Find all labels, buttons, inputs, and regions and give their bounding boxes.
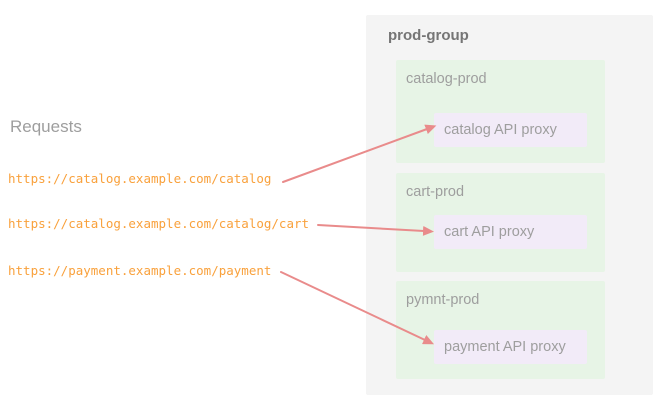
env-group-panel: prod-group catalog-prod cart-prod pymnt-… [366, 15, 653, 395]
environment-label: cart-prod [406, 184, 465, 200]
environment-box-catalog-prod: catalog-prod [396, 60, 605, 163]
request-url-payment: https://payment.example.com/payment [8, 263, 272, 278]
request-url-catalog-cart: https://catalog.example.com/catalog/cart [8, 216, 310, 231]
env-group-title: prod-group [388, 27, 469, 44]
environment-label: catalog-prod [406, 71, 487, 87]
proxy-box-payment: payment API proxy [434, 330, 587, 364]
proxy-box-cart: cart API proxy [434, 215, 587, 249]
environment-label: pymnt-prod [406, 292, 480, 308]
proxy-box-catalog: catalog API proxy [434, 113, 587, 147]
request-url-catalog: https://catalog.example.com/catalog [8, 171, 272, 186]
requests-heading: Requests [10, 117, 82, 136]
